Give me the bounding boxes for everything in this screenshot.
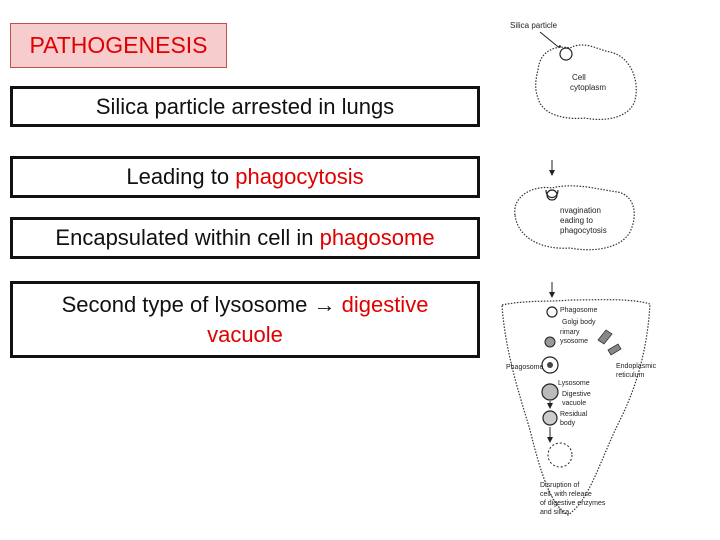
label-residual-2: body [560,420,576,427]
label-invagination-3: phagocytosis [560,226,607,235]
disruption-shape [547,442,573,468]
label-phagosome-top: Phagosome [560,307,597,314]
step-4-pre: Second type of lysosome [61,291,314,317]
step-3-text: Encapsulated within cell in phagosome [55,223,434,253]
cell-1 [535,44,637,121]
er-shape [597,329,622,356]
label-primary-2: ysosome [560,338,588,345]
invagination [545,189,559,199]
step-3-pre: Encapsulated within cell in [55,225,320,251]
label-lysosome: Lysosome [558,380,590,387]
label-digestive-2: vacuole [562,400,586,407]
step-4-highlight: digestive vacuole [207,291,429,347]
cell-2 [514,185,635,251]
slide-title: PATHOGENESIS [10,23,227,68]
step-2-pre: Leading to [126,164,236,190]
phagosome-top-shape [546,306,558,318]
label-invagination-1: nvagination [560,206,601,215]
residual-body-shape [542,410,558,426]
label-er-2: reticulum [616,372,645,379]
step-box-1: Silica particle arrested in lungs [10,86,480,127]
phagocytosis-figure: Silica particle Cell cytoplasm nvaginati… [501,21,657,516]
label-golgi: Golgi body [562,319,596,326]
step-1-text: Silica particle arrested in lungs [95,93,395,119]
phagosome-left-shape [541,356,559,374]
step-box-3: Encapsulated within cell in phagosome [10,217,480,259]
label-disruption-2: cell, with release [540,491,592,498]
label-digestive-1: Digestive [562,391,591,398]
label-residual-1: Residual [560,411,588,418]
step-3-highlight: phagosome [319,225,435,251]
silica-particle-3 [547,362,553,368]
step-box-2: Leading to phagocytosis [10,156,480,198]
label-invagination-2: eading to [560,216,593,225]
silica-particle-1 [559,47,573,61]
label-cytoplasm: cytoplasm [570,83,606,92]
step-4-text: Second type of lysosome → digestive vacu… [31,290,459,349]
label-phagosome-left: Phagosome [506,364,543,371]
silica-particle-2 [546,189,558,201]
label-er-1: Endoplasmic [616,363,657,370]
label-disruption-1: Disruption of [540,482,579,489]
label-disruption-4: and silica [540,509,569,516]
label-disruption-3: of digestive enzymes [540,500,606,507]
label-cell: Cell [572,73,586,82]
arrow-right-icon: → [313,291,336,317]
label-silica-particle: Silica particle [510,21,558,30]
step-2-highlight: phagocytosis [235,164,364,190]
primary-lysosome-shape [544,336,556,348]
step-2-text: Leading to phagocytosis [126,162,363,192]
step-box-4: Second type of lysosome → digestive vacu… [10,281,480,358]
digestive-vacuole-shape [541,383,559,401]
label-primary-1: rimary [560,329,580,336]
